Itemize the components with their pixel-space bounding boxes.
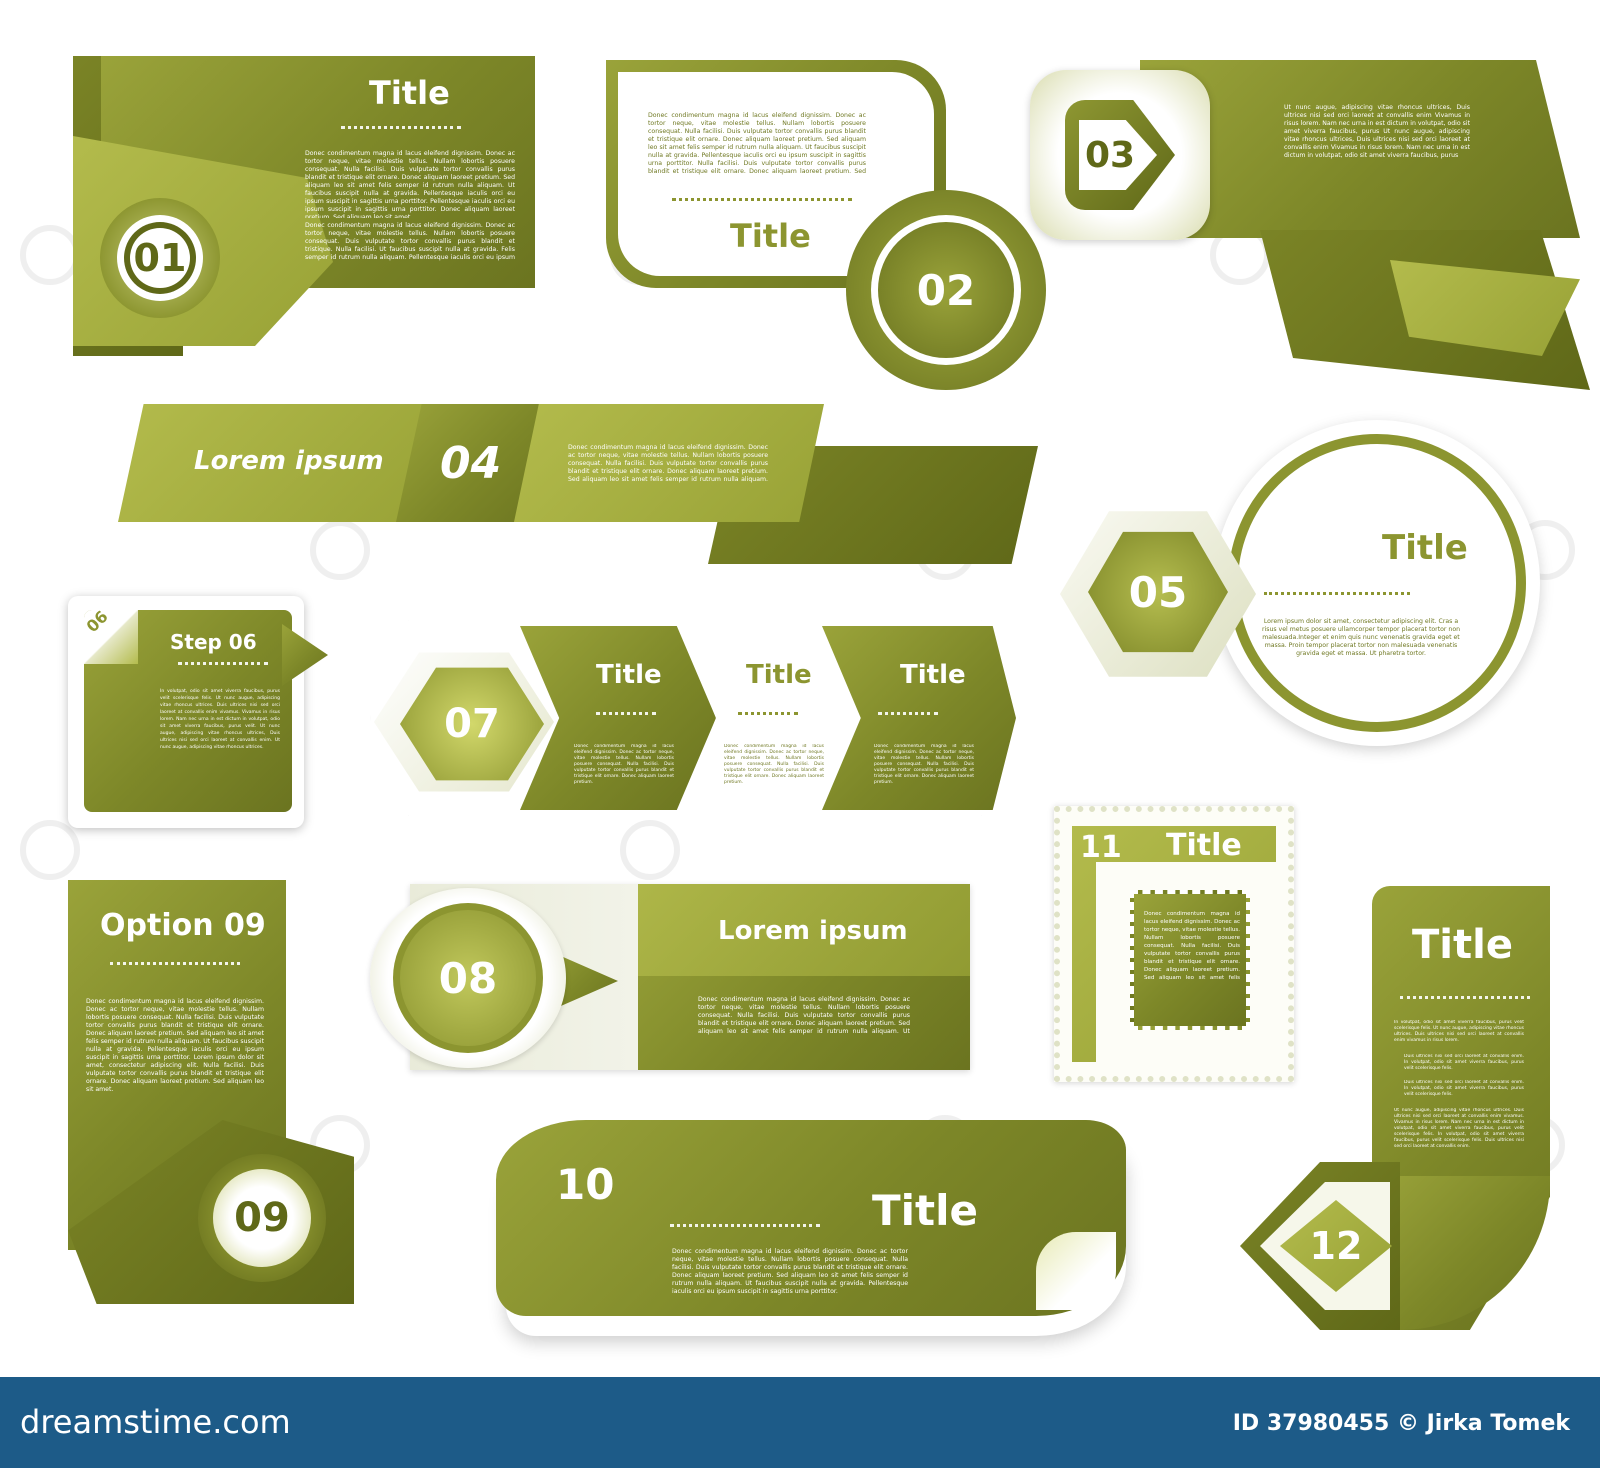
number-badge: 03	[1030, 70, 1210, 240]
title: Title	[730, 217, 811, 255]
number: 02	[916, 265, 976, 315]
paragraph: In volutpat, odio sit amet viverra fauci…	[1394, 1020, 1524, 1043]
stripe-segment-text	[514, 404, 824, 522]
watermark-swirl	[20, 225, 80, 285]
title-underline	[670, 1224, 820, 1227]
title-underline	[341, 126, 461, 129]
number-badge	[1088, 531, 1228, 653]
title: Option 09	[100, 908, 266, 943]
number: 01	[133, 236, 187, 280]
step-2-paragraph: Donec condimentum magna id lacus eleifen…	[724, 744, 824, 785]
paragraph: Ut nunc augue, adipiscing vitae rhoncus …	[1394, 1108, 1524, 1149]
watermark-swirl	[20, 820, 80, 880]
paragraph: Donec condimentum magna id lacus eleifen…	[568, 444, 768, 483]
paragraph: Lorem ipsum dolor sit amet, consectetur …	[1261, 618, 1461, 657]
banner-body	[496, 1120, 1126, 1316]
option-09-banner: Option 09 Donec condimentum magna id lac…	[68, 880, 368, 1320]
label: Lorem ipsum	[194, 446, 384, 476]
option-02-speech-box: Donec condimentum magna id lacus eleifen…	[606, 60, 1056, 390]
title: Title	[1412, 922, 1513, 968]
page-curl	[84, 610, 138, 664]
title-underline	[1400, 996, 1530, 999]
arrow-badge: 03	[1065, 100, 1175, 210]
number-badge: 09	[198, 1154, 326, 1282]
number: 12	[1309, 1224, 1363, 1268]
image-credit: ID 37980455 © Jirka Tomek	[1232, 1411, 1570, 1436]
step-2-title: Title	[746, 660, 812, 690]
paragraph: Ut nunc augue, adipiscing vitae rhoncus …	[1284, 104, 1470, 159]
number-badge: 08	[370, 888, 566, 1068]
watermark-swirl	[310, 520, 370, 580]
title-underline	[1264, 592, 1410, 595]
title-underline	[738, 712, 798, 715]
number-badge: 01	[100, 198, 220, 318]
bullet-item: Duis ultrices nisi sed orci laoreet at c…	[1404, 1054, 1524, 1070]
option-10-curved-banner: 10 Title Donec condimentum magna id lacu…	[496, 1120, 1136, 1336]
number: 11	[1080, 830, 1122, 865]
title: Title	[1166, 828, 1242, 863]
title: Title	[1382, 528, 1468, 568]
text-box	[1130, 890, 1250, 1030]
paragraph: Donec condimentum magna id lacus eleifen…	[305, 222, 515, 261]
paragraph: Donec condimentum magna id lacus eleifen…	[305, 150, 515, 218]
number: 09	[234, 1195, 290, 1241]
title-underline	[596, 712, 656, 715]
ribbon-body	[1140, 60, 1580, 238]
option-03-ribbon: Ut nunc augue, adipiscing vitae rhoncus …	[1030, 60, 1590, 390]
title-underline	[178, 662, 268, 665]
title: Step 06	[170, 630, 257, 654]
step-3-paragraph: Donec condimentum magna id lacus eleifen…	[874, 744, 974, 785]
number: 03	[1085, 134, 1136, 176]
option-08-panel: Lorem ipsum Donec condimentum magna id l…	[370, 884, 970, 1074]
paragraph: Donec condimentum magna id lacus eleifen…	[1144, 911, 1240, 981]
number: 08	[438, 953, 498, 1003]
watermark-swirl	[620, 820, 680, 880]
bullet-item: Duis ultrices nisi sed orci laoreet at c…	[1404, 1080, 1524, 1096]
page-curl	[1036, 1232, 1116, 1310]
option-01-banner: Title Donec condimentum magna id lacus e…	[73, 56, 535, 356]
option-05-circle: 05 Title Lorem ipsum dolor sit amet, con…	[1060, 420, 1540, 770]
number: 10	[556, 1160, 615, 1209]
paragraph: Donec condimentum magna id lacus eleifen…	[698, 996, 910, 1035]
title-underline	[878, 712, 938, 715]
number: 07	[444, 701, 500, 747]
brand-logo[interactable]: dreamstime.com	[20, 1403, 291, 1441]
option-07-process: 07 Title Donec condimentum magna id lacu…	[370, 620, 1030, 820]
paragraph: In volutpat, odio sit amet viverra fauci…	[160, 689, 280, 750]
stripe-segment-label	[118, 404, 438, 522]
card-arrow	[282, 624, 328, 686]
title: Title	[369, 74, 450, 112]
option-04-stripe: Lorem ipsum 04 Donec condimentum magna i…	[118, 404, 1038, 564]
step-3-title: Title	[900, 660, 966, 690]
option-12-hook: 12 Title In volutpat, odio sit amet vive…	[1240, 886, 1560, 1336]
number-badge: 02	[846, 190, 1046, 390]
step-1-title: Title	[596, 660, 662, 690]
paragraph: Donec condimentum magna id lacus eleifen…	[648, 112, 866, 175]
paragraph: Donec condimentum magna id lacus eleifen…	[672, 1248, 908, 1295]
title: Title	[872, 1186, 979, 1235]
option-11-stamp: 11 Title Donec condimentum magna id lacu…	[1054, 806, 1294, 1082]
panel-header	[638, 884, 970, 976]
footer-bar: dreamstime.com ID 37980455 © Jirka Tomek	[0, 1377, 1600, 1468]
title-underline	[110, 962, 240, 965]
number-badge	[400, 667, 544, 781]
circle-frame	[1214, 420, 1540, 746]
number: 04	[440, 438, 502, 489]
step-1-paragraph: Donec condimentum magna id lacus eleifen…	[574, 744, 674, 785]
number: 05	[1128, 567, 1188, 617]
paragraph: Donec condimentum magna id lacus eleifen…	[86, 998, 264, 1093]
option-06-step-card: 06 Step 06 In volutpat, odio sit amet vi…	[68, 596, 338, 832]
title-underline	[672, 198, 852, 201]
label: Lorem ipsum	[718, 916, 908, 946]
